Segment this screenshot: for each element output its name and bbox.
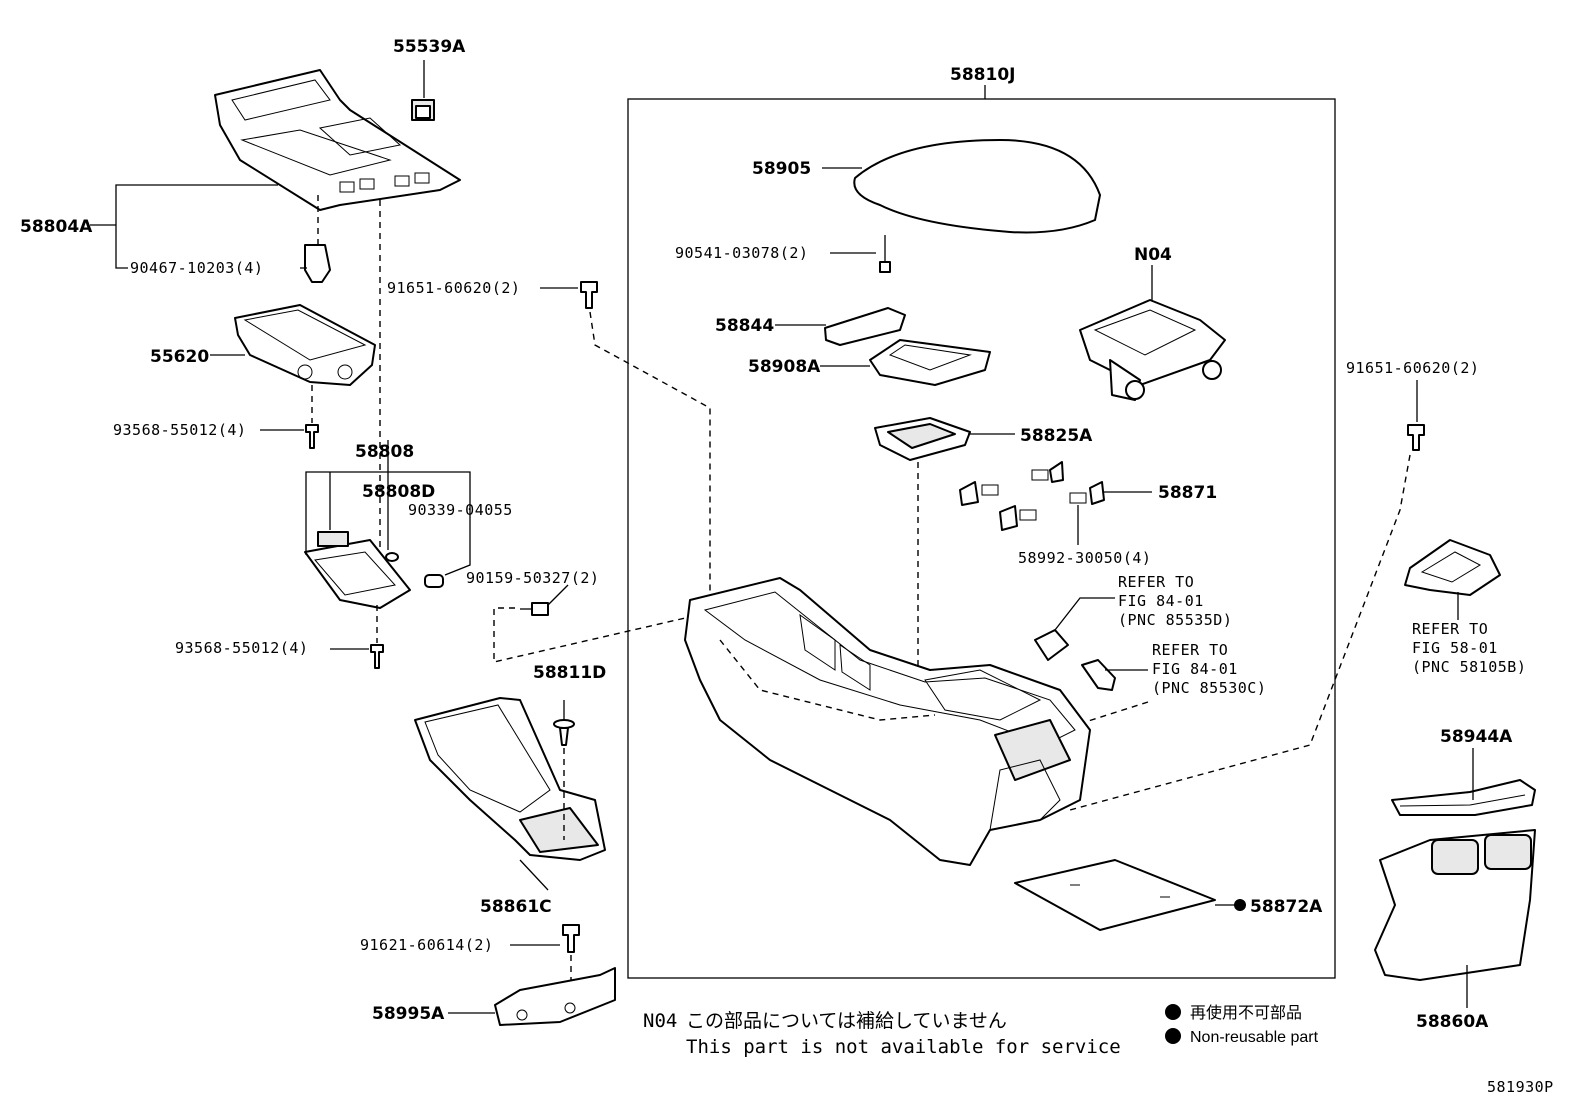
refer-85535d-socket — [1034, 629, 1069, 661]
part-90339-cap — [424, 574, 444, 588]
refer-1-text: REFER TO FIG 84-01 (PNC 85535D) — [1118, 573, 1232, 629]
part-58908a-base — [869, 339, 991, 386]
part-58871-clips — [959, 461, 1105, 531]
label-58808d: 58808D — [362, 482, 435, 502]
part-58808d-cap — [385, 552, 399, 562]
label-90541: 90541-03078(2) — [675, 244, 808, 262]
label-90159: 90159-50327(2) — [466, 569, 599, 587]
part-91621-screw — [562, 924, 580, 953]
legend-jp: 再使用不可部品 — [1190, 1004, 1302, 1022]
label-58804a: 58804A — [20, 217, 93, 237]
part-console-body — [684, 577, 1091, 866]
label-58995a: 58995A — [372, 1004, 445, 1024]
label-90339: 90339-04055 — [408, 501, 513, 519]
diagram-id: 581930P — [1487, 1078, 1554, 1096]
part-58808-bracket — [304, 531, 411, 609]
part-n04-hinge — [1079, 299, 1226, 401]
refer-3-line2: FIG 58-01 — [1412, 639, 1498, 657]
part-91651-screw-b — [1407, 424, 1425, 451]
legend-dot-jp — [1165, 1004, 1181, 1020]
label-58810j: 58810J — [950, 65, 1015, 85]
part-55620-tray — [234, 304, 376, 386]
label-58860a: 58860A — [1416, 1012, 1489, 1032]
part-93568-screw-a — [305, 424, 319, 449]
label-58825a: 58825A — [1020, 426, 1093, 446]
refer-58105b-bracket — [1404, 539, 1501, 596]
refer-3-text: REFER TO FIG 58-01 (PNC 58105B) — [1412, 620, 1526, 676]
refer-2-line1: REFER TO — [1152, 641, 1228, 659]
label-58908a: 58908A — [748, 357, 821, 377]
label-58992: 58992-30050(4) — [1018, 549, 1151, 567]
part-93568-screw-b — [370, 644, 384, 669]
label-58905: 58905 — [752, 159, 811, 179]
label-58844: 58844 — [715, 316, 774, 336]
part-58872a-mat — [1014, 859, 1216, 931]
label-58861c: 58861C — [480, 897, 552, 917]
assembly-box-58810j — [627, 98, 1336, 979]
part-58944a-trim — [1391, 779, 1536, 816]
label-90467: 90467-10203(4) — [130, 259, 263, 277]
label-91651-b: 91651-60620(2) — [1346, 359, 1479, 377]
label-93568-a: 93568-55012(4) — [113, 421, 246, 439]
part-58825a-tray — [874, 417, 971, 461]
refer-2-text: REFER TO FIG 84-01 (PNC 85530C) — [1152, 641, 1266, 697]
part-58860a-panel — [1374, 829, 1536, 981]
part-55539a-clip — [411, 99, 435, 121]
part-90467-clip — [304, 244, 331, 283]
part-58905-lid — [853, 139, 1101, 234]
refer-2-line2: FIG 84-01 — [1152, 660, 1238, 678]
refer-2-line3: (PNC 85530C) — [1152, 679, 1266, 697]
refer-1-line3: (PNC 85535D) — [1118, 611, 1232, 629]
nonreusable-marker-58872a — [1234, 899, 1246, 911]
refer-3-line1: REFER TO — [1412, 620, 1488, 638]
refer-1-line1: REFER TO — [1118, 573, 1194, 591]
label-93568-b: 93568-55012(4) — [175, 639, 308, 657]
part-58992-springs — [981, 469, 1087, 521]
part-58861c-boot — [414, 697, 606, 861]
refer-85530c-bulb — [1081, 659, 1116, 691]
part-90159-screw — [520, 602, 549, 616]
label-58811d: 58811D — [533, 663, 606, 683]
label-91651-a: 91651-60620(2) — [387, 279, 520, 297]
note-n04-jp: この部品については補給していません — [686, 1010, 1007, 1032]
label-58871: 58871 — [1158, 483, 1217, 503]
refer-1-line2: FIG 84-01 — [1118, 592, 1204, 610]
part-58804a-panel — [214, 69, 461, 211]
label-91621: 91621-60614(2) — [360, 936, 493, 954]
label-55539a: 55539A — [393, 37, 466, 57]
label-58808: 58808 — [355, 442, 414, 462]
part-91651-screw-a — [580, 281, 598, 309]
part-58811d-clip — [553, 719, 575, 746]
part-58844-handle — [824, 307, 906, 346]
label-58872a: 58872A — [1250, 897, 1323, 917]
legend-en: Non-reusable part — [1190, 1029, 1319, 1046]
legend-dot-en — [1165, 1028, 1181, 1044]
label-55620: 55620 — [150, 347, 209, 367]
part-90541-screw — [879, 235, 891, 273]
label-n04: N04 — [1134, 245, 1172, 265]
label-58944a: 58944A — [1440, 727, 1513, 747]
part-58995a-bracket — [494, 967, 616, 1026]
note-n04-en: This part is not available for service — [686, 1036, 1121, 1058]
note-n04-code: N04 — [643, 1010, 677, 1032]
refer-3-line3: (PNC 58105B) — [1412, 658, 1526, 676]
